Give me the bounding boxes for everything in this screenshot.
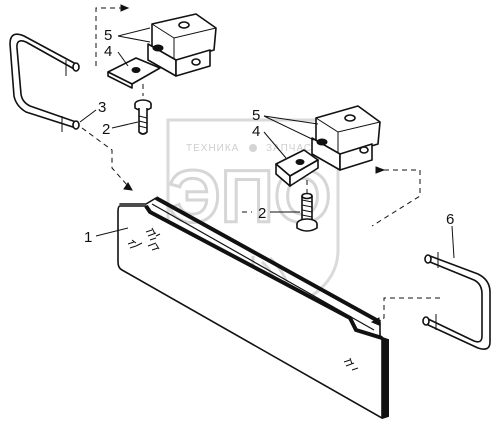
clamp-block-top [147,13,217,77]
clamp-plate-mid [275,149,319,187]
callout-plate: 1 [84,229,92,246]
plate-texture [127,227,359,371]
ubolt-left [9,33,80,132]
leader-lines [79,27,455,259]
callout-labels: 5 4 3 2 5 4 2 1 6 [84,27,454,246]
callout-ubolt-right: 6 [446,211,454,228]
clamp-block-mid [311,105,381,171]
watermark-top-text-right: ЗАПЧАСТИ [266,143,327,154]
bolt-top [134,99,152,135]
clamp-plate-top [107,57,161,89]
callout-clamp-plate-top: 4 [104,43,112,60]
callout-clamp-plate-mid: 4 [252,123,260,140]
watermark-top-text: ТЕХНИКА [186,143,239,154]
callout-clamp-block-top: 5 [104,27,112,44]
mounting-plate [117,196,389,419]
bolt-mid [296,192,318,232]
callout-clamp-block-mid: 5 [252,107,260,124]
callout-bolt-mid: 2 [258,205,266,222]
callout-ubolt-left: 3 [98,99,106,116]
ubolt-right [422,252,491,350]
callout-bolt-top: 2 [102,121,110,138]
